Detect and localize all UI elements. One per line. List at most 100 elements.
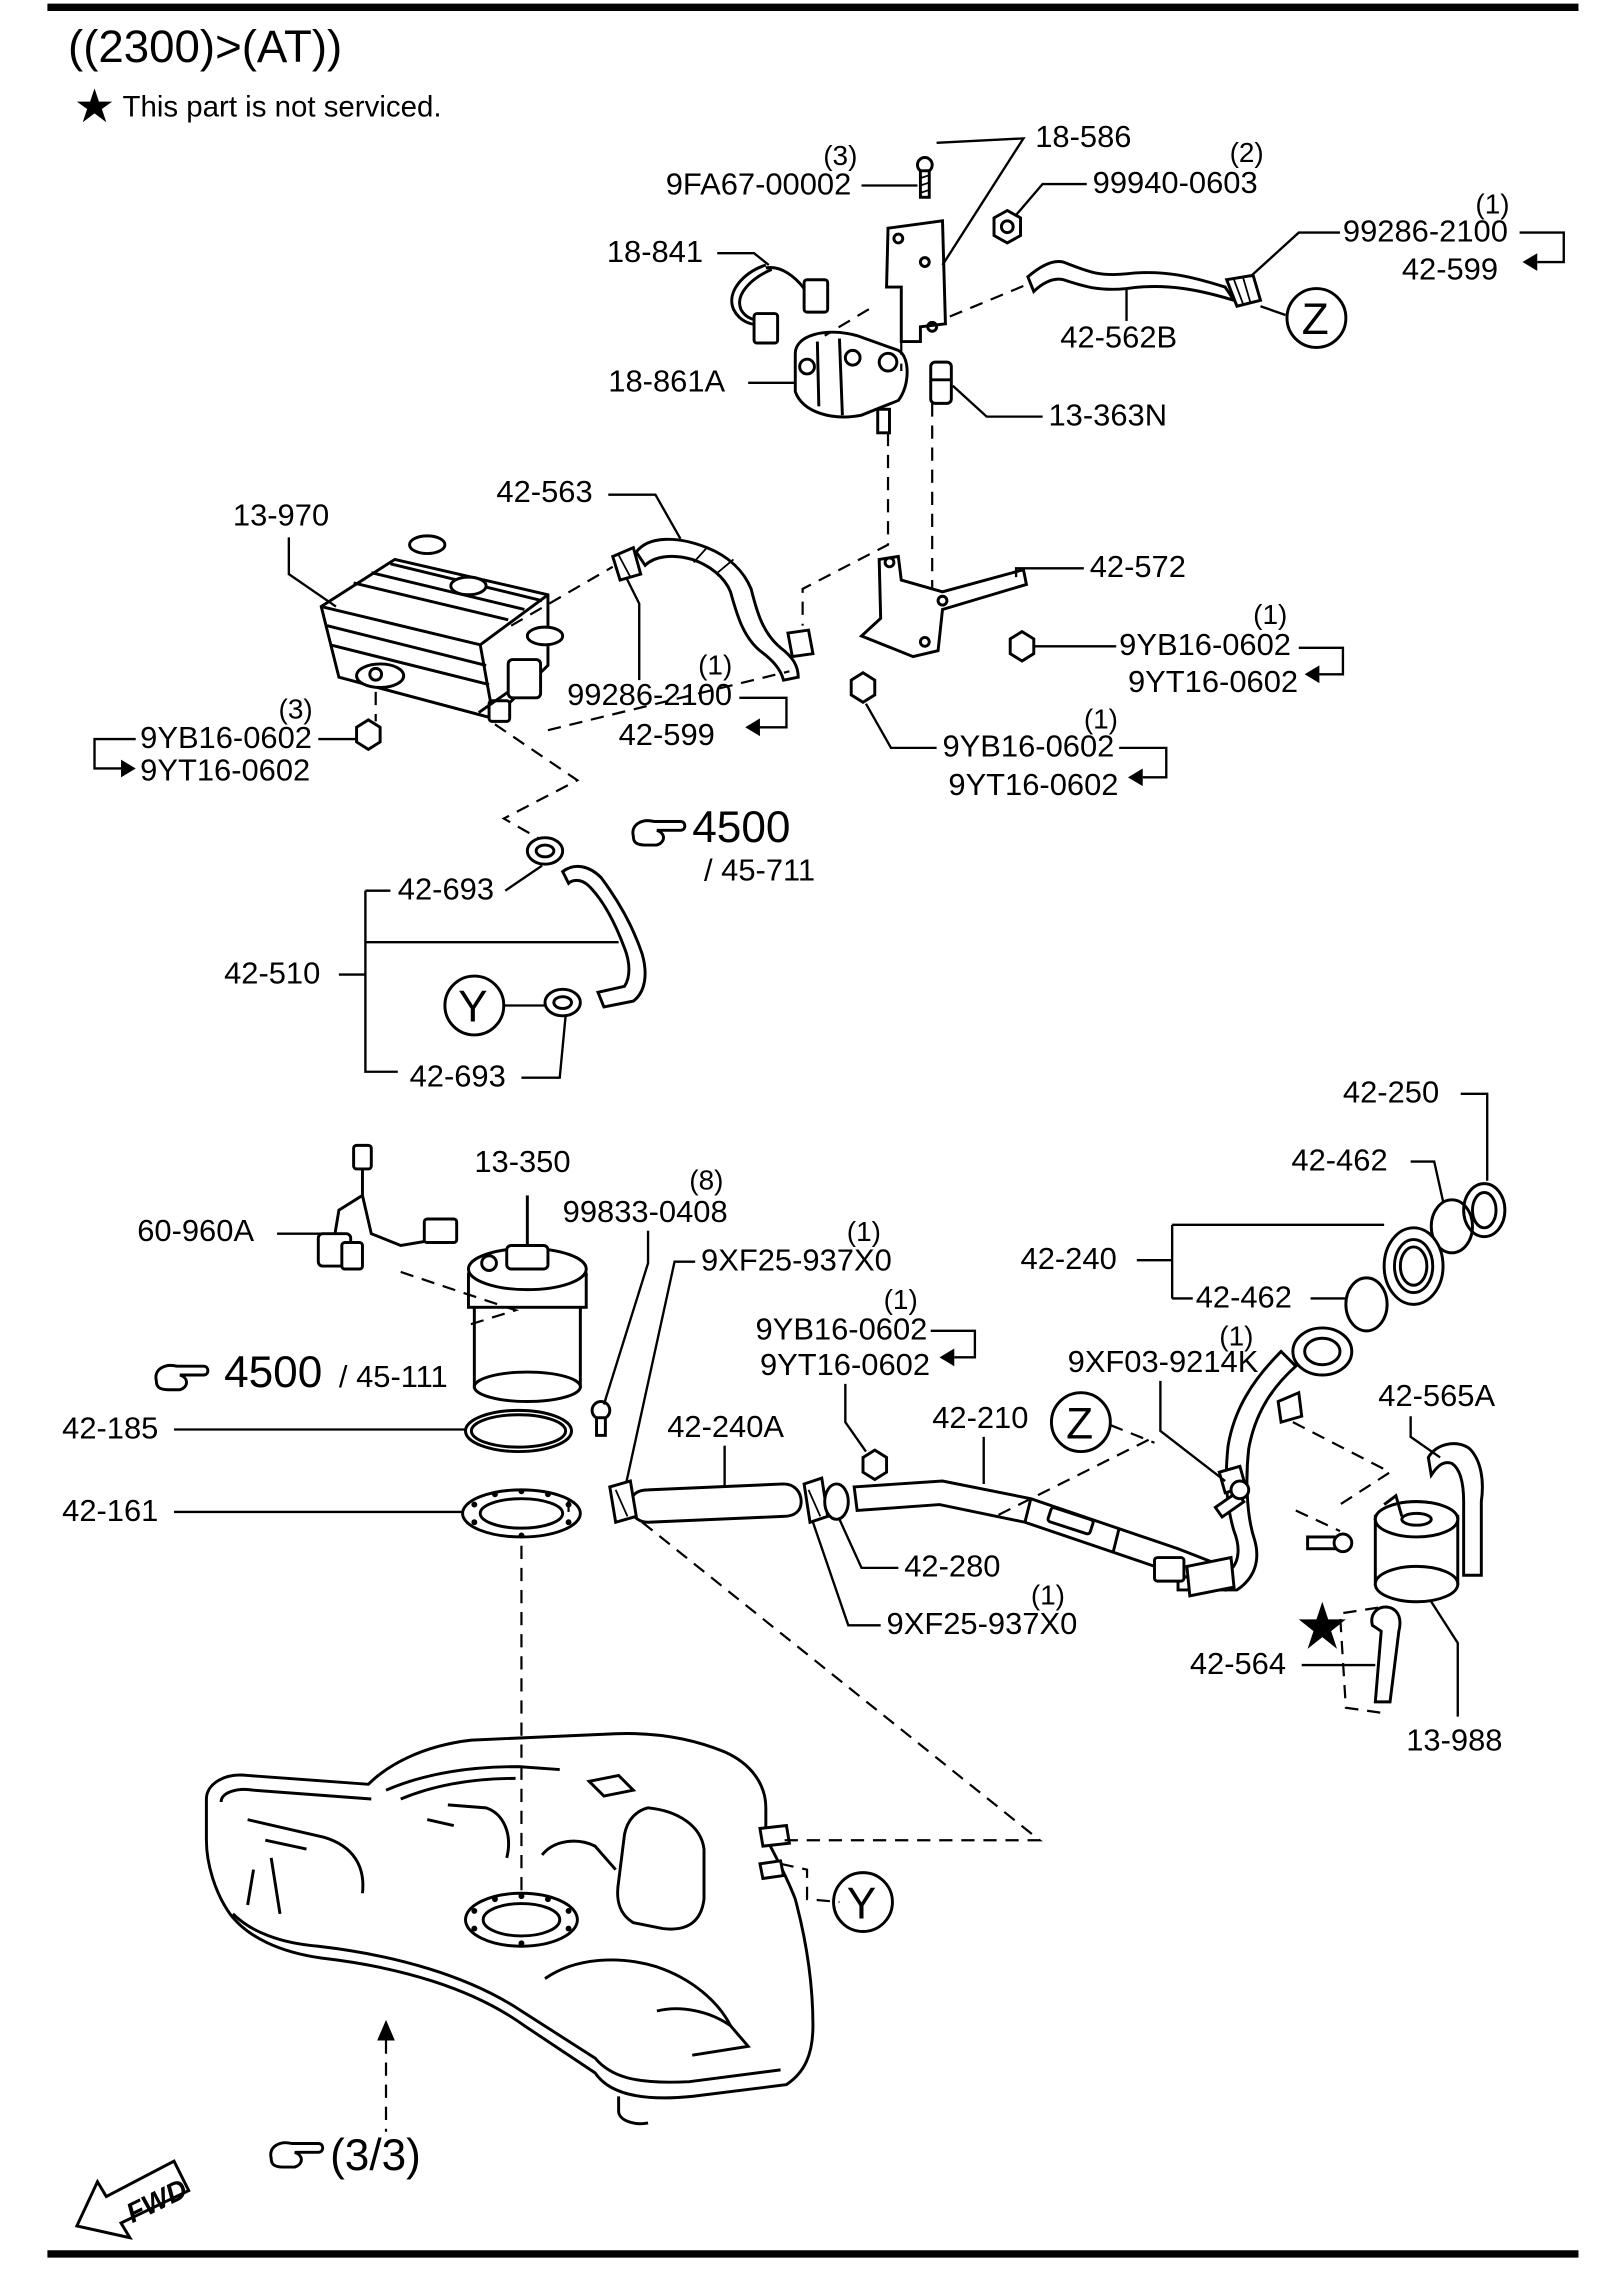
filler-pipe-42-210 bbox=[852, 1326, 1354, 1598]
quantity-label-q1h: (1) bbox=[1031, 1580, 1065, 1611]
ref-text-r45711: / 45-711 bbox=[704, 852, 815, 887]
part-number-label-p9fa67: 9FA67-00002 bbox=[666, 166, 852, 201]
hose-42-564 bbox=[1370, 1605, 1402, 1704]
clamp-99286-mid bbox=[610, 545, 643, 582]
pointing-hand-icon bbox=[631, 819, 687, 847]
part-number-label-p42565a: 42-565A bbox=[1378, 1378, 1495, 1413]
valve-13-363n bbox=[929, 360, 953, 405]
hose-42-510 bbox=[525, 836, 647, 1018]
part-number-label-p99833: 99833-0408 bbox=[563, 1194, 728, 1229]
clamp-42-280 bbox=[823, 1482, 850, 1521]
part-number-label-p9xf25b: 9XF25-937X0 bbox=[887, 1606, 1078, 1641]
part-number-label-p42693a: 42-693 bbox=[398, 872, 494, 907]
callout-z-top: Z bbox=[1302, 295, 1329, 344]
part-number-label-p99286a: 99286-2100 bbox=[1343, 213, 1508, 248]
pump-13-350 bbox=[466, 1195, 588, 1403]
part-number-label-p13350: 13-350 bbox=[474, 1144, 570, 1179]
part-number-label-p42599a: 42-599 bbox=[1402, 252, 1498, 287]
quantity-label-q8: (8) bbox=[689, 1165, 723, 1196]
page-title: ((2300)>(AT)) bbox=[68, 21, 342, 72]
part-number-label-p42693b: 42-693 bbox=[410, 1058, 506, 1093]
star-icon bbox=[1298, 1601, 1346, 1649]
quantity-label-q3a: (3) bbox=[823, 140, 857, 171]
not-serviced-note: This part is not serviced. bbox=[76, 88, 442, 123]
fuel-tank bbox=[204, 1732, 815, 2126]
part-number-label-p13988: 13-988 bbox=[1406, 1722, 1502, 1757]
nut-9yb16-left bbox=[355, 718, 382, 752]
ref-text-r45111: / 45-111 bbox=[339, 1359, 448, 1394]
part-number-label-p42240: 42-240 bbox=[1021, 1241, 1117, 1276]
part-number-label-p9yb16b: 9YB16-0602 bbox=[140, 720, 312, 755]
part-number-label-p42462a: 42-462 bbox=[1291, 1142, 1387, 1177]
part-number-label-p42510: 42-510 bbox=[224, 955, 320, 990]
quantity-label-q1b: (1) bbox=[1253, 599, 1287, 630]
quantity-label-q1e: (1) bbox=[847, 1216, 881, 1247]
hose-42-240a bbox=[628, 1482, 803, 1524]
part-number-label-p9yb16c: 9YB16-0602 bbox=[942, 729, 1114, 764]
bracket-42-572 bbox=[858, 554, 1029, 659]
clamp-9xf25-right bbox=[802, 1476, 830, 1525]
part-number-label-p42185: 42-185 bbox=[62, 1410, 158, 1445]
hose-42-565a bbox=[1426, 1442, 1484, 1577]
solenoid-18-861a bbox=[793, 330, 909, 435]
ring-42-240 bbox=[1382, 1226, 1445, 1306]
connector-18-841 bbox=[730, 263, 830, 345]
nut-9yb16-lower bbox=[849, 671, 877, 704]
ref-4500-45-711: 4500 / 45-711 bbox=[631, 803, 815, 887]
oring-42-462-bottom bbox=[1344, 1276, 1389, 1333]
ref-4500-45-111: 4500 / 45-111 bbox=[154, 1348, 448, 1397]
quantity-label-q1g: (1) bbox=[1219, 1321, 1253, 1352]
part-number-label-p42250: 42-250 bbox=[1343, 1075, 1439, 1110]
callout-y-bottom: Y bbox=[847, 1879, 876, 1928]
part-number-label-p9yt16d: 9YT16-0602 bbox=[760, 1347, 930, 1382]
quantity-label-q1d: (1) bbox=[1084, 704, 1118, 735]
callout-z-bottom: Z bbox=[1066, 1399, 1093, 1448]
part-number-label-p99940: 99940-0603 bbox=[1093, 165, 1258, 200]
part-number-label-p42240a: 42-240A bbox=[667, 1409, 784, 1444]
hose-42-562b bbox=[1026, 260, 1263, 308]
part-number-label-p9yb16d: 9YB16-0602 bbox=[756, 1312, 928, 1347]
part-number-label-p9yb16a: 9YB16-0602 bbox=[1119, 627, 1291, 662]
canister-13-970 bbox=[319, 534, 565, 723]
quantity-label-q1c: (1) bbox=[698, 649, 732, 680]
fwd-arrow-icon: FWD bbox=[74, 2159, 192, 2240]
star-icon bbox=[76, 88, 113, 123]
bolt-99833 bbox=[590, 1400, 612, 1437]
part-number-label-p42280: 42-280 bbox=[904, 1549, 1000, 1584]
ref-3-3: (3/3) bbox=[269, 2131, 421, 2180]
gasket-42-185 bbox=[464, 1408, 573, 1454]
ring-42-161 bbox=[461, 1488, 582, 1539]
ref-text-note: This part is not serviced. bbox=[122, 90, 441, 123]
part-number-label-p42564: 42-564 bbox=[1190, 1646, 1286, 1681]
part-number-label-p18841: 18-841 bbox=[607, 234, 703, 269]
quantity-label-q1a: (1) bbox=[1475, 188, 1509, 219]
part-number-label-p18586: 18-586 bbox=[1035, 119, 1131, 154]
quantity-label-q2a: (2) bbox=[1230, 137, 1264, 168]
part-number-label-p9xf03: 9XF03-9214K bbox=[1068, 1344, 1259, 1379]
part-number-label-p42563: 42-563 bbox=[496, 474, 592, 509]
cap-42-250 bbox=[1462, 1182, 1507, 1239]
part-number-label-p42572: 42-572 bbox=[1090, 549, 1186, 584]
part-number-label-p42462b: 42-462 bbox=[1196, 1279, 1292, 1314]
bolt-9xf03 bbox=[1213, 1479, 1251, 1520]
part-number-label-p13363n: 13-363N bbox=[1048, 397, 1167, 432]
part-number-label-p9yt16b: 9YT16-0602 bbox=[140, 752, 310, 787]
bracket-18-586 bbox=[885, 219, 947, 344]
pointing-hand-icon bbox=[154, 1364, 210, 1392]
wiring-60-960a bbox=[316, 1143, 459, 1271]
clamp-9xf25-left bbox=[608, 1479, 638, 1525]
filter-13-988 bbox=[1373, 1500, 1460, 1604]
part-number-label-p18861a: 18-861A bbox=[608, 364, 725, 399]
ref-text-r33: (3/3) bbox=[330, 2131, 421, 2180]
quantity-label-q1f: (1) bbox=[884, 1284, 918, 1315]
part-number-label-p60960a: 60-960A bbox=[137, 1213, 254, 1248]
part-number-label-p99286b: 99286-2100 bbox=[567, 677, 732, 712]
part-number-label-p42161: 42-161 bbox=[62, 1493, 158, 1528]
bolt-not-serviced bbox=[1306, 1493, 1404, 1554]
pointing-hand-icon bbox=[269, 2141, 325, 2169]
part-number-label-p9yt16a: 9YT16-0602 bbox=[1128, 664, 1298, 699]
quantity-label-q3b: (3) bbox=[279, 693, 313, 724]
part-number-label-p13970: 13-970 bbox=[233, 498, 329, 533]
part-number-label-p42562b: 42-562B bbox=[1060, 319, 1177, 354]
